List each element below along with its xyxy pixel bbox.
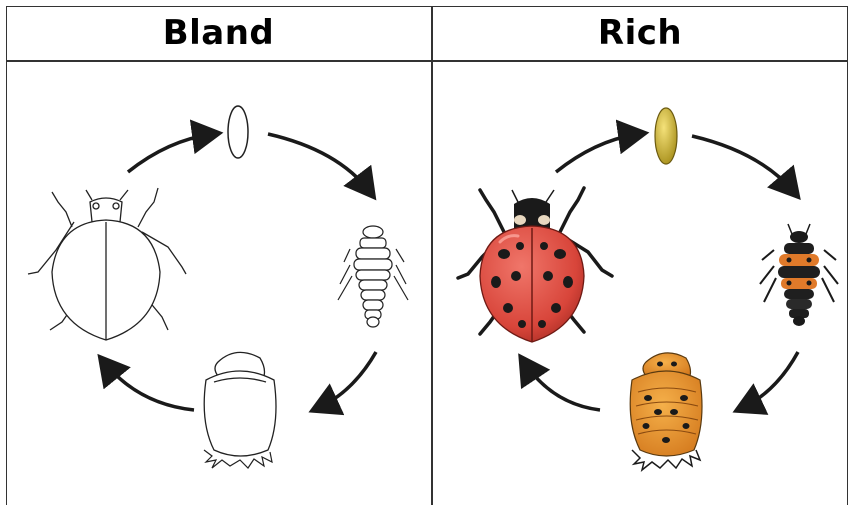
panel-title-bland: Bland — [6, 6, 431, 60]
larva-icon — [760, 224, 838, 326]
adult-ladybug-icon — [458, 188, 612, 342]
bland-lifecycle-panel — [8, 62, 430, 505]
cycle-arrow-icon — [104, 362, 194, 410]
cycle-arrow-icon — [524, 362, 600, 410]
panel-title-rich: Rich — [432, 6, 848, 60]
cycle-arrow-icon — [318, 352, 376, 408]
cycle-arrow-icon — [692, 136, 794, 192]
column-divider — [431, 6, 433, 505]
cycle-arrow-icon — [268, 134, 370, 192]
egg-icon — [655, 108, 677, 164]
pupa-icon — [630, 353, 702, 470]
cycle-arrow-icon — [128, 134, 213, 172]
pupa-icon — [204, 352, 276, 468]
cycle-arrow-icon — [742, 352, 798, 408]
adult-ladybug-icon — [28, 188, 186, 340]
larva-icon — [338, 226, 408, 327]
egg-icon — [228, 106, 248, 158]
rich-lifecycle-panel — [434, 62, 846, 505]
cycle-arrow-icon — [556, 134, 639, 172]
